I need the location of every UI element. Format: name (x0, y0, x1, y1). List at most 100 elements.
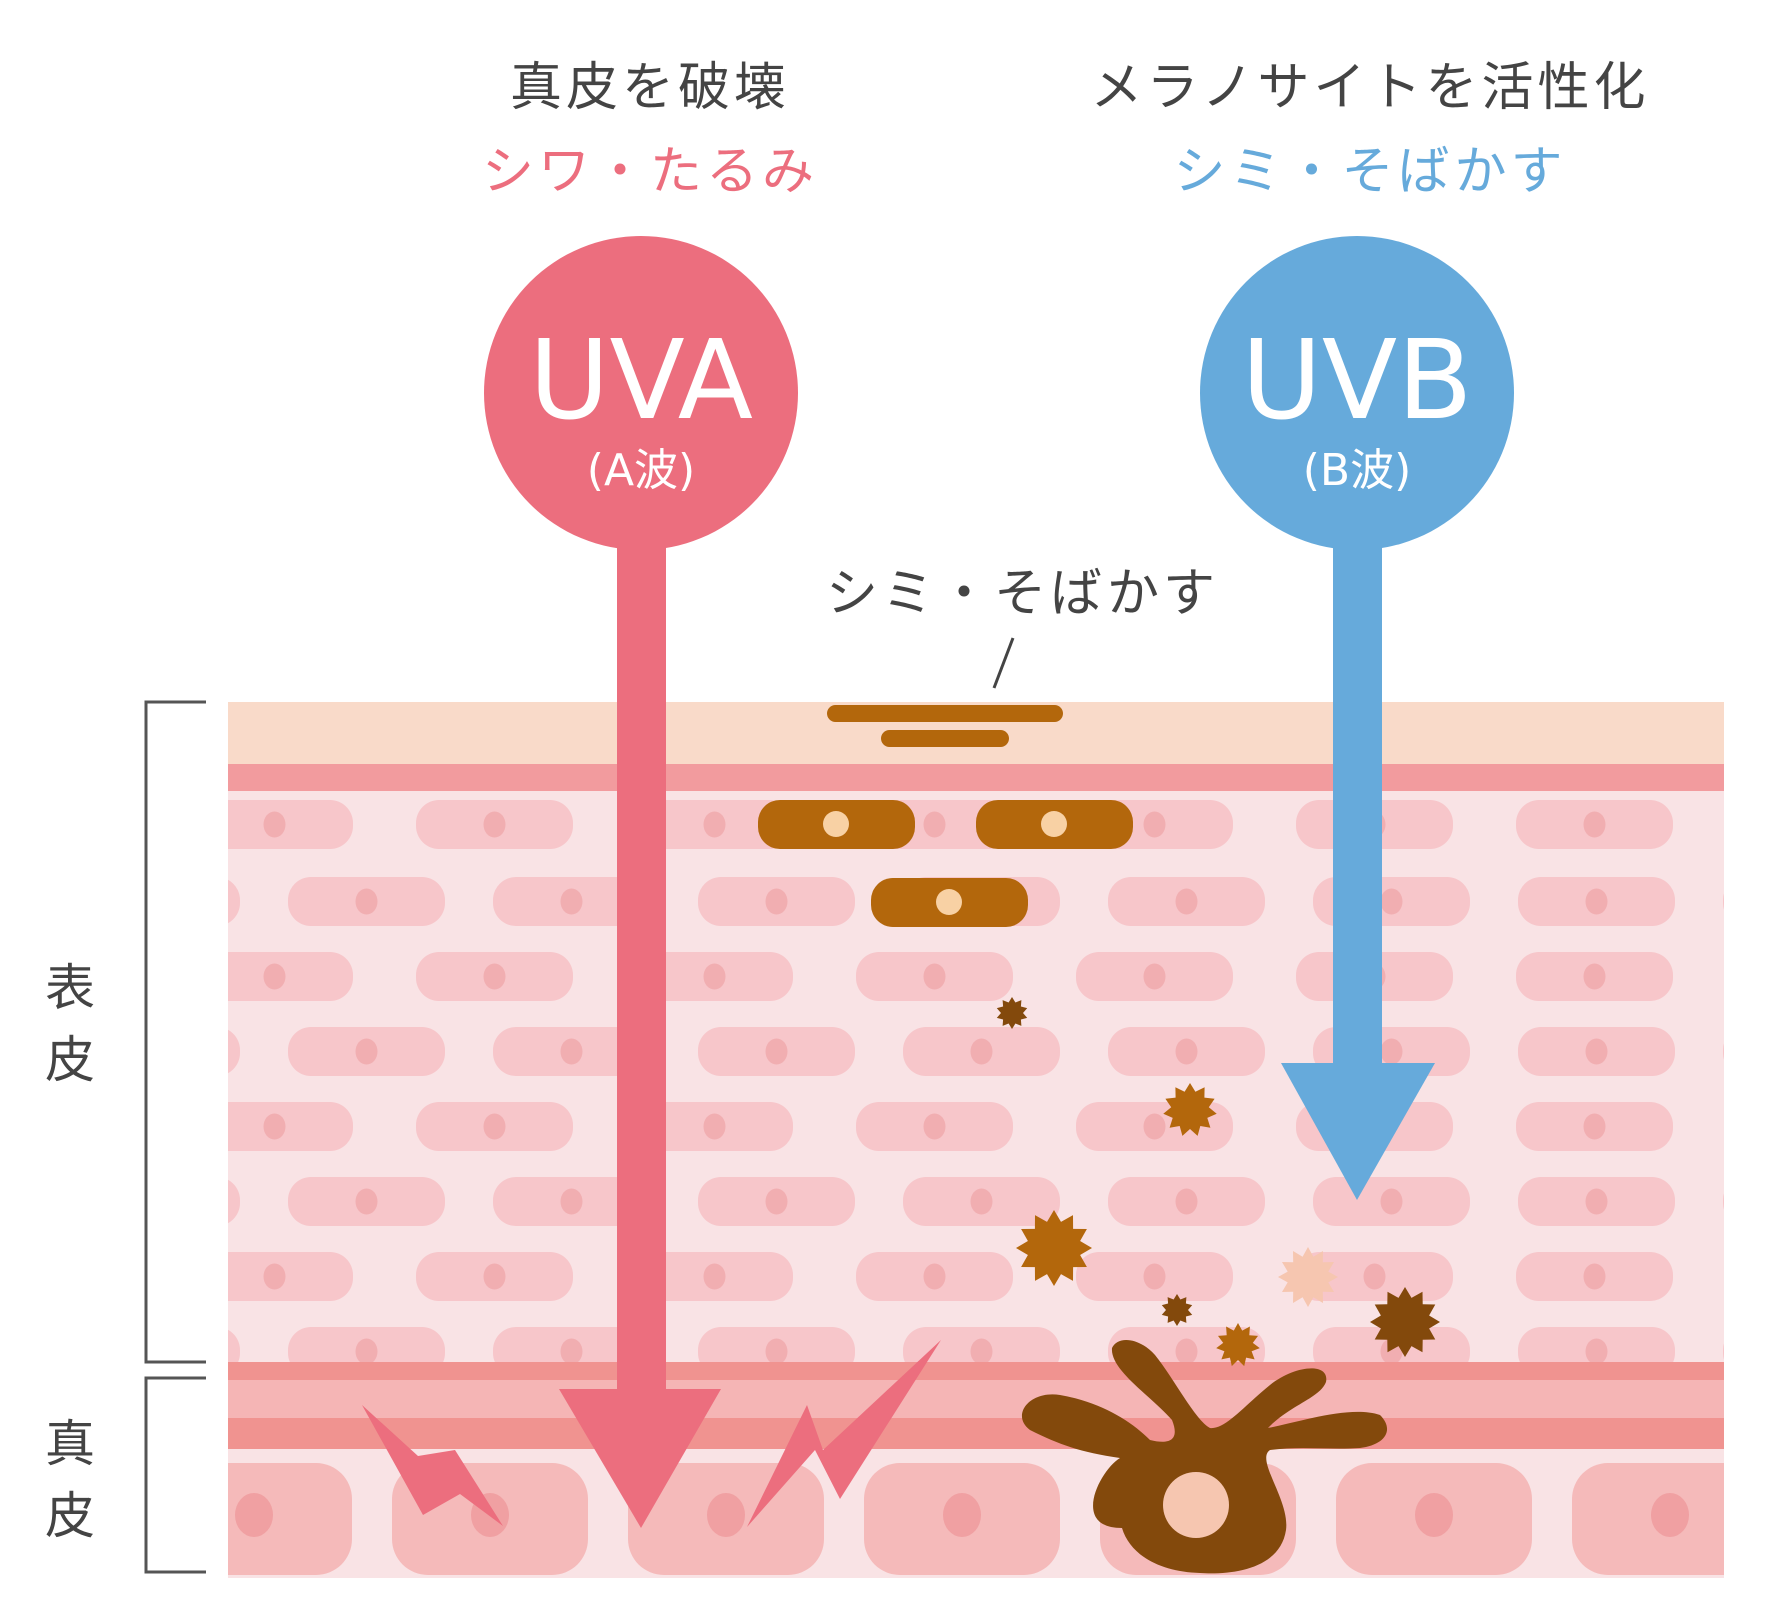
epidermis-cell-nucleus (151, 889, 173, 915)
epidermis-cell-nucleus (1143, 811, 1166, 838)
epidermis-cell-nucleus (1175, 1038, 1198, 1065)
epidermis-cell (228, 800, 353, 849)
dermis-cell-nucleus (1651, 1493, 1689, 1537)
epidermis-cell (228, 952, 353, 1001)
melanin-cell-nucleus (823, 811, 849, 837)
epidermis-cell-nucleus (970, 1338, 993, 1365)
uvb-badge-sublabel: (B波) (1303, 445, 1412, 496)
epidermis-cell-nucleus (355, 1038, 378, 1065)
epidermis-cell-nucleus (765, 1038, 788, 1065)
uva-badge-sublabel: (A波) (587, 445, 695, 496)
melanocyte-nucleus (1163, 1472, 1229, 1538)
uva-effect-heading: 真皮を破壊 (509, 58, 790, 118)
epidermis-label: 表 皮 (45, 959, 95, 1089)
epidermis-cell (1736, 800, 1787, 849)
surface-spot-stripe (827, 705, 1063, 722)
uvb-arrow-head (1281, 1063, 1435, 1200)
melanin-granule-icon (1161, 1294, 1193, 1326)
uvb-effect-heading: メラノサイトを活性化 (1090, 58, 1650, 118)
epidermis-cell-nucleus (765, 888, 788, 915)
basement-band (228, 1362, 1724, 1380)
epidermis-cell (0, 877, 35, 926)
dermis-bracket (144, 1376, 206, 1574)
melanin-cell-nucleus (936, 889, 962, 915)
uvb-arrow-shaft (1333, 540, 1382, 1085)
damage-bolt-icon (747, 1340, 941, 1527)
uva-badge (484, 236, 798, 550)
epidermis-cell-nucleus (970, 1188, 993, 1215)
epidermis-cell (1736, 1252, 1787, 1301)
surface-spot-stripe (881, 730, 1009, 747)
uvb-arrow: UVB (B波) (1200, 236, 1514, 1200)
epidermis-cell-nucleus (1143, 1113, 1166, 1140)
granular-band (228, 764, 1724, 791)
epidermis-cell-nucleus (483, 811, 506, 838)
dermis-band-light (228, 1380, 1724, 1418)
epidermis-cell-nucleus (923, 1113, 946, 1140)
epidermis-cell-nucleus (1175, 1188, 1198, 1215)
epidermis-cell (228, 1252, 353, 1301)
epidermis-cell-nucleus (1143, 963, 1166, 990)
epidermis-cell-nucleus (703, 1263, 726, 1290)
melanin-cells (758, 800, 1133, 927)
epidermis-cell-nucleus (703, 963, 726, 990)
dermis-label: 真 皮 (45, 1415, 95, 1545)
uva-result-heading: シワ・たるみ (481, 142, 818, 202)
epidermis-cell-nucleus (703, 1113, 726, 1140)
epidermis-cell-nucleus (44, 1114, 66, 1140)
epidermis-cell (228, 1102, 353, 1151)
epidermis-cell (1736, 952, 1787, 1001)
epidermis-cell-nucleus (923, 1263, 946, 1290)
epidermis-cell (1723, 893, 1724, 910)
epidermis-cell-nucleus (765, 1188, 788, 1215)
epidermis-cell (1723, 1043, 1724, 1060)
uvb-result-heading: シミ・そばかす (1173, 142, 1567, 202)
epidermis-cell-nucleus (560, 1188, 583, 1215)
epidermis-cell-nucleus (151, 1039, 173, 1065)
epidermis-cell-nucleus (1175, 1338, 1198, 1365)
dermis-cell-nucleus (235, 1493, 273, 1537)
epidermis-cell-nucleus (1583, 1263, 1606, 1290)
dermis-cell (228, 1463, 352, 1575)
uva-badge-label: UVA (529, 316, 753, 444)
dermis-band-dark (228, 1418, 1724, 1449)
epidermis-cell-nucleus (483, 1263, 506, 1290)
uva-arrow: UVA (A波) (484, 236, 798, 1528)
epidermis-cell-nucleus (1585, 1038, 1608, 1065)
melanin-granule-icon (1016, 1210, 1092, 1286)
epidermis-cell-nucleus (560, 1038, 583, 1065)
epidermis-cell (228, 879, 240, 924)
damage-bolt-icon (362, 1405, 503, 1526)
epidermis-cell (0, 1252, 133, 1301)
epidermis-bracket (144, 700, 206, 1364)
epidermis-cell (0, 1027, 35, 1076)
epidermis-cell-nucleus (44, 964, 66, 990)
epidermis-cell-nucleus (1583, 811, 1606, 838)
epidermis-cell-nucleus (1585, 1338, 1608, 1365)
epidermis-cell (0, 1177, 35, 1226)
melanocyte (1021, 1339, 1388, 1574)
uvb-badge (1200, 236, 1514, 550)
epidermis-cell-nucleus (1380, 1188, 1403, 1215)
melanin-granule-icon (1163, 1083, 1217, 1136)
epidermis-cell (228, 1029, 240, 1074)
epidermis-cell-nucleus (263, 811, 286, 838)
epidermis-cell-nucleus (1175, 888, 1198, 915)
dermis-cells (228, 1463, 1724, 1575)
dermis-cell-nucleus (943, 1493, 981, 1537)
epidermis-cell-nucleus (483, 1113, 506, 1140)
melanin-granule-icon (996, 997, 1028, 1029)
epidermis-cell-nucleus (151, 1189, 173, 1215)
epidermis-cell (1723, 1193, 1724, 1210)
pigment-spots-callout: シミ・そばかす (826, 564, 1220, 624)
uva-arrow-shaft (617, 540, 666, 1400)
epidermis-cell-nucleus (1585, 1188, 1608, 1215)
epidermis-cell-nucleus (263, 1113, 286, 1140)
epidermis-cell-nucleus (355, 888, 378, 915)
epidermis-cell-nucleus (1363, 1263, 1386, 1290)
epidermis-cell-nucleus (1583, 963, 1606, 990)
epidermis-cell-nucleus (923, 811, 946, 838)
epidermis-cell (228, 1179, 240, 1224)
epidermis-cell (0, 1327, 35, 1376)
